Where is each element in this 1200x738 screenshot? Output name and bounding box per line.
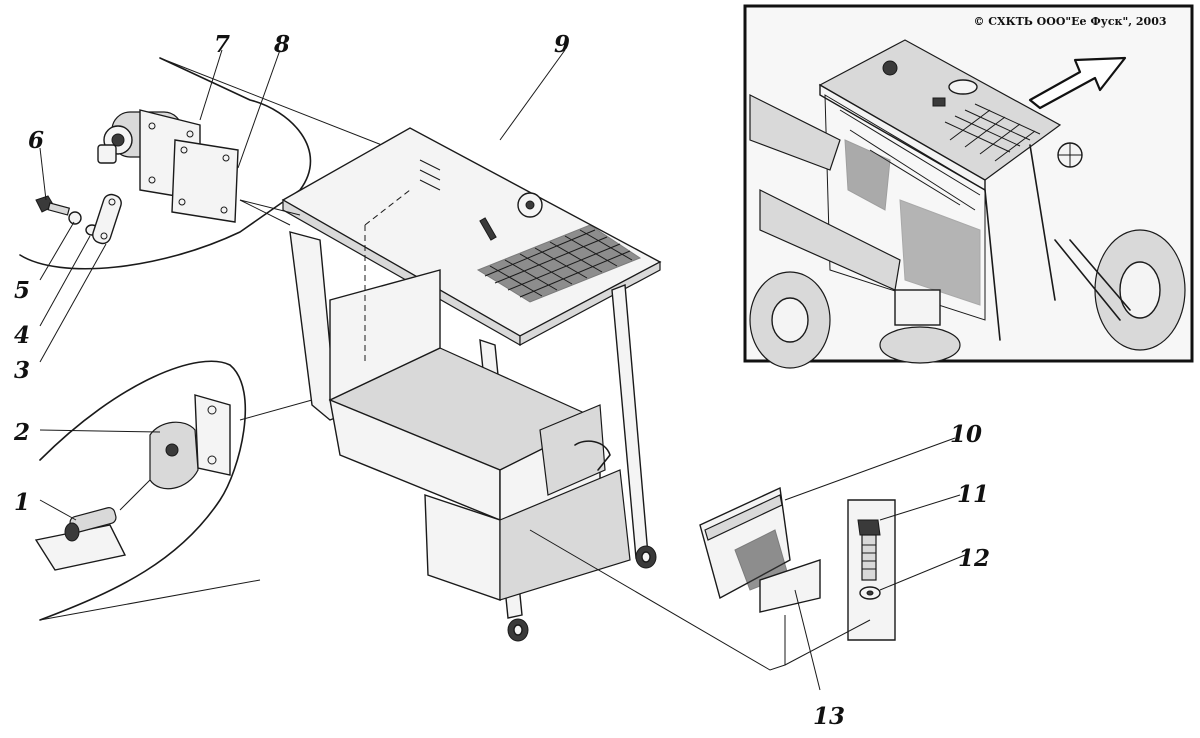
leader-8	[237, 49, 281, 169]
leader-3	[39, 243, 107, 363]
leader-6	[39, 147, 47, 201]
callout-5: 5	[14, 277, 30, 304]
inset-step-box	[894, 289, 941, 326]
leader-11	[879, 494, 961, 521]
leader-13	[794, 589, 821, 691]
callout-13: 13	[813, 703, 845, 730]
leader-pin-arrow	[119, 479, 151, 511]
side-panel-10	[699, 486, 821, 613]
leader-7	[199, 49, 223, 121]
callout-10: 10	[950, 421, 982, 448]
leader-5	[39, 221, 75, 281]
projection-line-upper-2	[239, 199, 291, 226]
projection-line-right	[529, 529, 786, 671]
hinge-pin	[34, 507, 127, 571]
link-plate-3	[92, 193, 122, 245]
inset-roof-grille	[944, 103, 1041, 162]
callout-8: 8	[273, 31, 290, 58]
cab-frame	[239, 49, 662, 642]
leader-2	[39, 429, 161, 433]
inset-arrow	[1028, 56, 1127, 110]
callout-11: 11	[957, 481, 989, 508]
leader-10	[784, 437, 956, 501]
inset-illustration: © СХКТЬ ООО"Ее Фуск", 2003	[743, 4, 1194, 369]
roof-slots	[419, 159, 441, 191]
inset-copyright: © СХКТЬ ООО"Ее Фуск", 2003	[973, 15, 1166, 28]
mount-plate	[171, 139, 239, 223]
callout-4: 4	[14, 322, 30, 349]
lower-right-group	[529, 437, 966, 691]
callout-2: 2	[13, 419, 30, 446]
callout-labels: 1 2 3 4 5 6 7 8 9 10 11 12 13	[13, 31, 990, 730]
roof-grille	[476, 224, 642, 303]
callout-9: 9	[554, 31, 570, 58]
upper-group-outline	[19, 57, 312, 270]
inset-tyres	[749, 229, 1186, 369]
lower-group-outline	[39, 360, 247, 621]
callout-12: 12	[958, 545, 990, 572]
callout-7: 7	[214, 31, 230, 58]
hinge-bracket	[149, 394, 231, 490]
bolt-11	[847, 499, 896, 641]
callout-3: 3	[14, 357, 30, 384]
projection-line-upper	[159, 57, 421, 161]
leader-1	[39, 499, 77, 521]
bolt-6	[35, 195, 71, 216]
projection-line-lower-2	[39, 579, 261, 621]
leader-9	[499, 49, 566, 141]
cab-back-panel	[329, 269, 441, 402]
nut-5	[68, 211, 82, 225]
upper-mount-group	[19, 49, 421, 363]
lower-hinge-group	[34, 360, 331, 621]
leader-4	[39, 235, 91, 327]
leader-12	[879, 554, 966, 591]
callout-1: 1	[14, 489, 30, 516]
callout-6: 6	[28, 127, 44, 154]
